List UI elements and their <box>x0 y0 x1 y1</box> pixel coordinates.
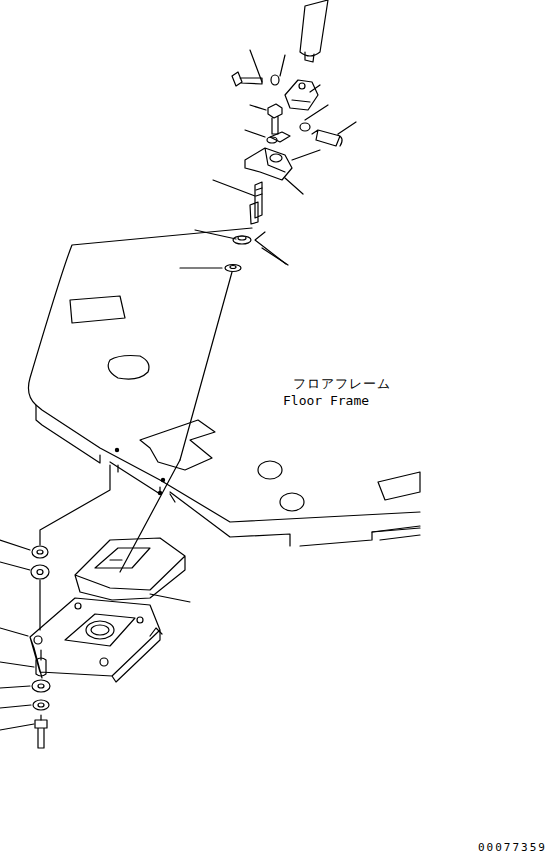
drawing-stroke <box>35 720 47 748</box>
drawing-stroke <box>100 658 108 666</box>
drawing-stroke <box>280 493 304 511</box>
drawing-stroke <box>271 75 279 85</box>
drawing-stroke <box>115 448 118 451</box>
drawing-stroke <box>258 461 282 479</box>
drawing-stroke <box>378 472 420 500</box>
drawing-stroke <box>108 356 149 380</box>
drawing-stroke <box>32 680 50 692</box>
drawing-stroke <box>34 636 42 644</box>
drawing-stroke <box>36 658 46 676</box>
drawing-stroke <box>372 526 420 540</box>
drawing-stroke <box>305 52 314 62</box>
drawing-stroke <box>250 182 262 224</box>
drawing-stroke <box>86 621 114 639</box>
drawing-stroke <box>75 603 81 609</box>
drawing-stroke <box>33 700 49 710</box>
drawing-stroke <box>312 130 342 146</box>
drawing-number: 00077359 <box>478 841 547 854</box>
drawing-stroke <box>268 104 282 134</box>
drawing-stroke <box>300 123 310 131</box>
drawing-stroke <box>230 266 236 269</box>
drawing-stroke <box>40 465 110 720</box>
drawing-stroke <box>36 405 420 546</box>
drawing-stroke <box>70 296 125 323</box>
floor-frame <box>28 228 420 546</box>
drawing-stroke <box>38 684 44 688</box>
drawing-stroke <box>140 420 215 470</box>
part-name-english: Floor Frame <box>283 393 369 408</box>
drawing-stroke <box>28 228 420 522</box>
drawing-stroke <box>31 565 49 579</box>
drawing-stroke <box>180 50 356 268</box>
drawing-stroke <box>32 546 48 558</box>
drawing-stroke <box>30 598 160 682</box>
part-name-japanese: フロアフレーム <box>293 375 391 393</box>
drawing-stroke <box>95 548 150 568</box>
drawing-stroke <box>232 72 262 86</box>
drawing-stroke <box>137 617 143 623</box>
drawing-stroke <box>150 628 162 636</box>
drawing-stroke <box>37 550 43 554</box>
drawing-stroke <box>161 478 164 481</box>
drawing-stroke <box>0 540 190 730</box>
drawing-stroke <box>238 236 246 240</box>
drawing-stroke <box>180 272 232 460</box>
drawing-stroke <box>225 265 241 272</box>
drawing-stroke <box>299 83 305 89</box>
drawing-stroke <box>37 570 43 575</box>
drawing-stroke <box>118 465 175 502</box>
drawing-stroke <box>75 538 185 600</box>
drawing-stroke <box>270 154 282 162</box>
drawing-stroke <box>91 625 109 635</box>
drawing-stroke <box>256 188 262 196</box>
drawing-stroke <box>120 460 180 572</box>
drawing-stroke <box>65 614 135 646</box>
drawing-stroke <box>270 132 290 142</box>
drawing-stroke <box>233 236 251 244</box>
boot-and-plate-assembly <box>0 460 190 748</box>
drawing-stroke <box>245 148 292 180</box>
drawing-stroke <box>285 80 318 110</box>
drawing-stroke <box>38 703 44 707</box>
drawing-stroke <box>300 0 328 56</box>
drawing-stroke <box>255 232 286 264</box>
